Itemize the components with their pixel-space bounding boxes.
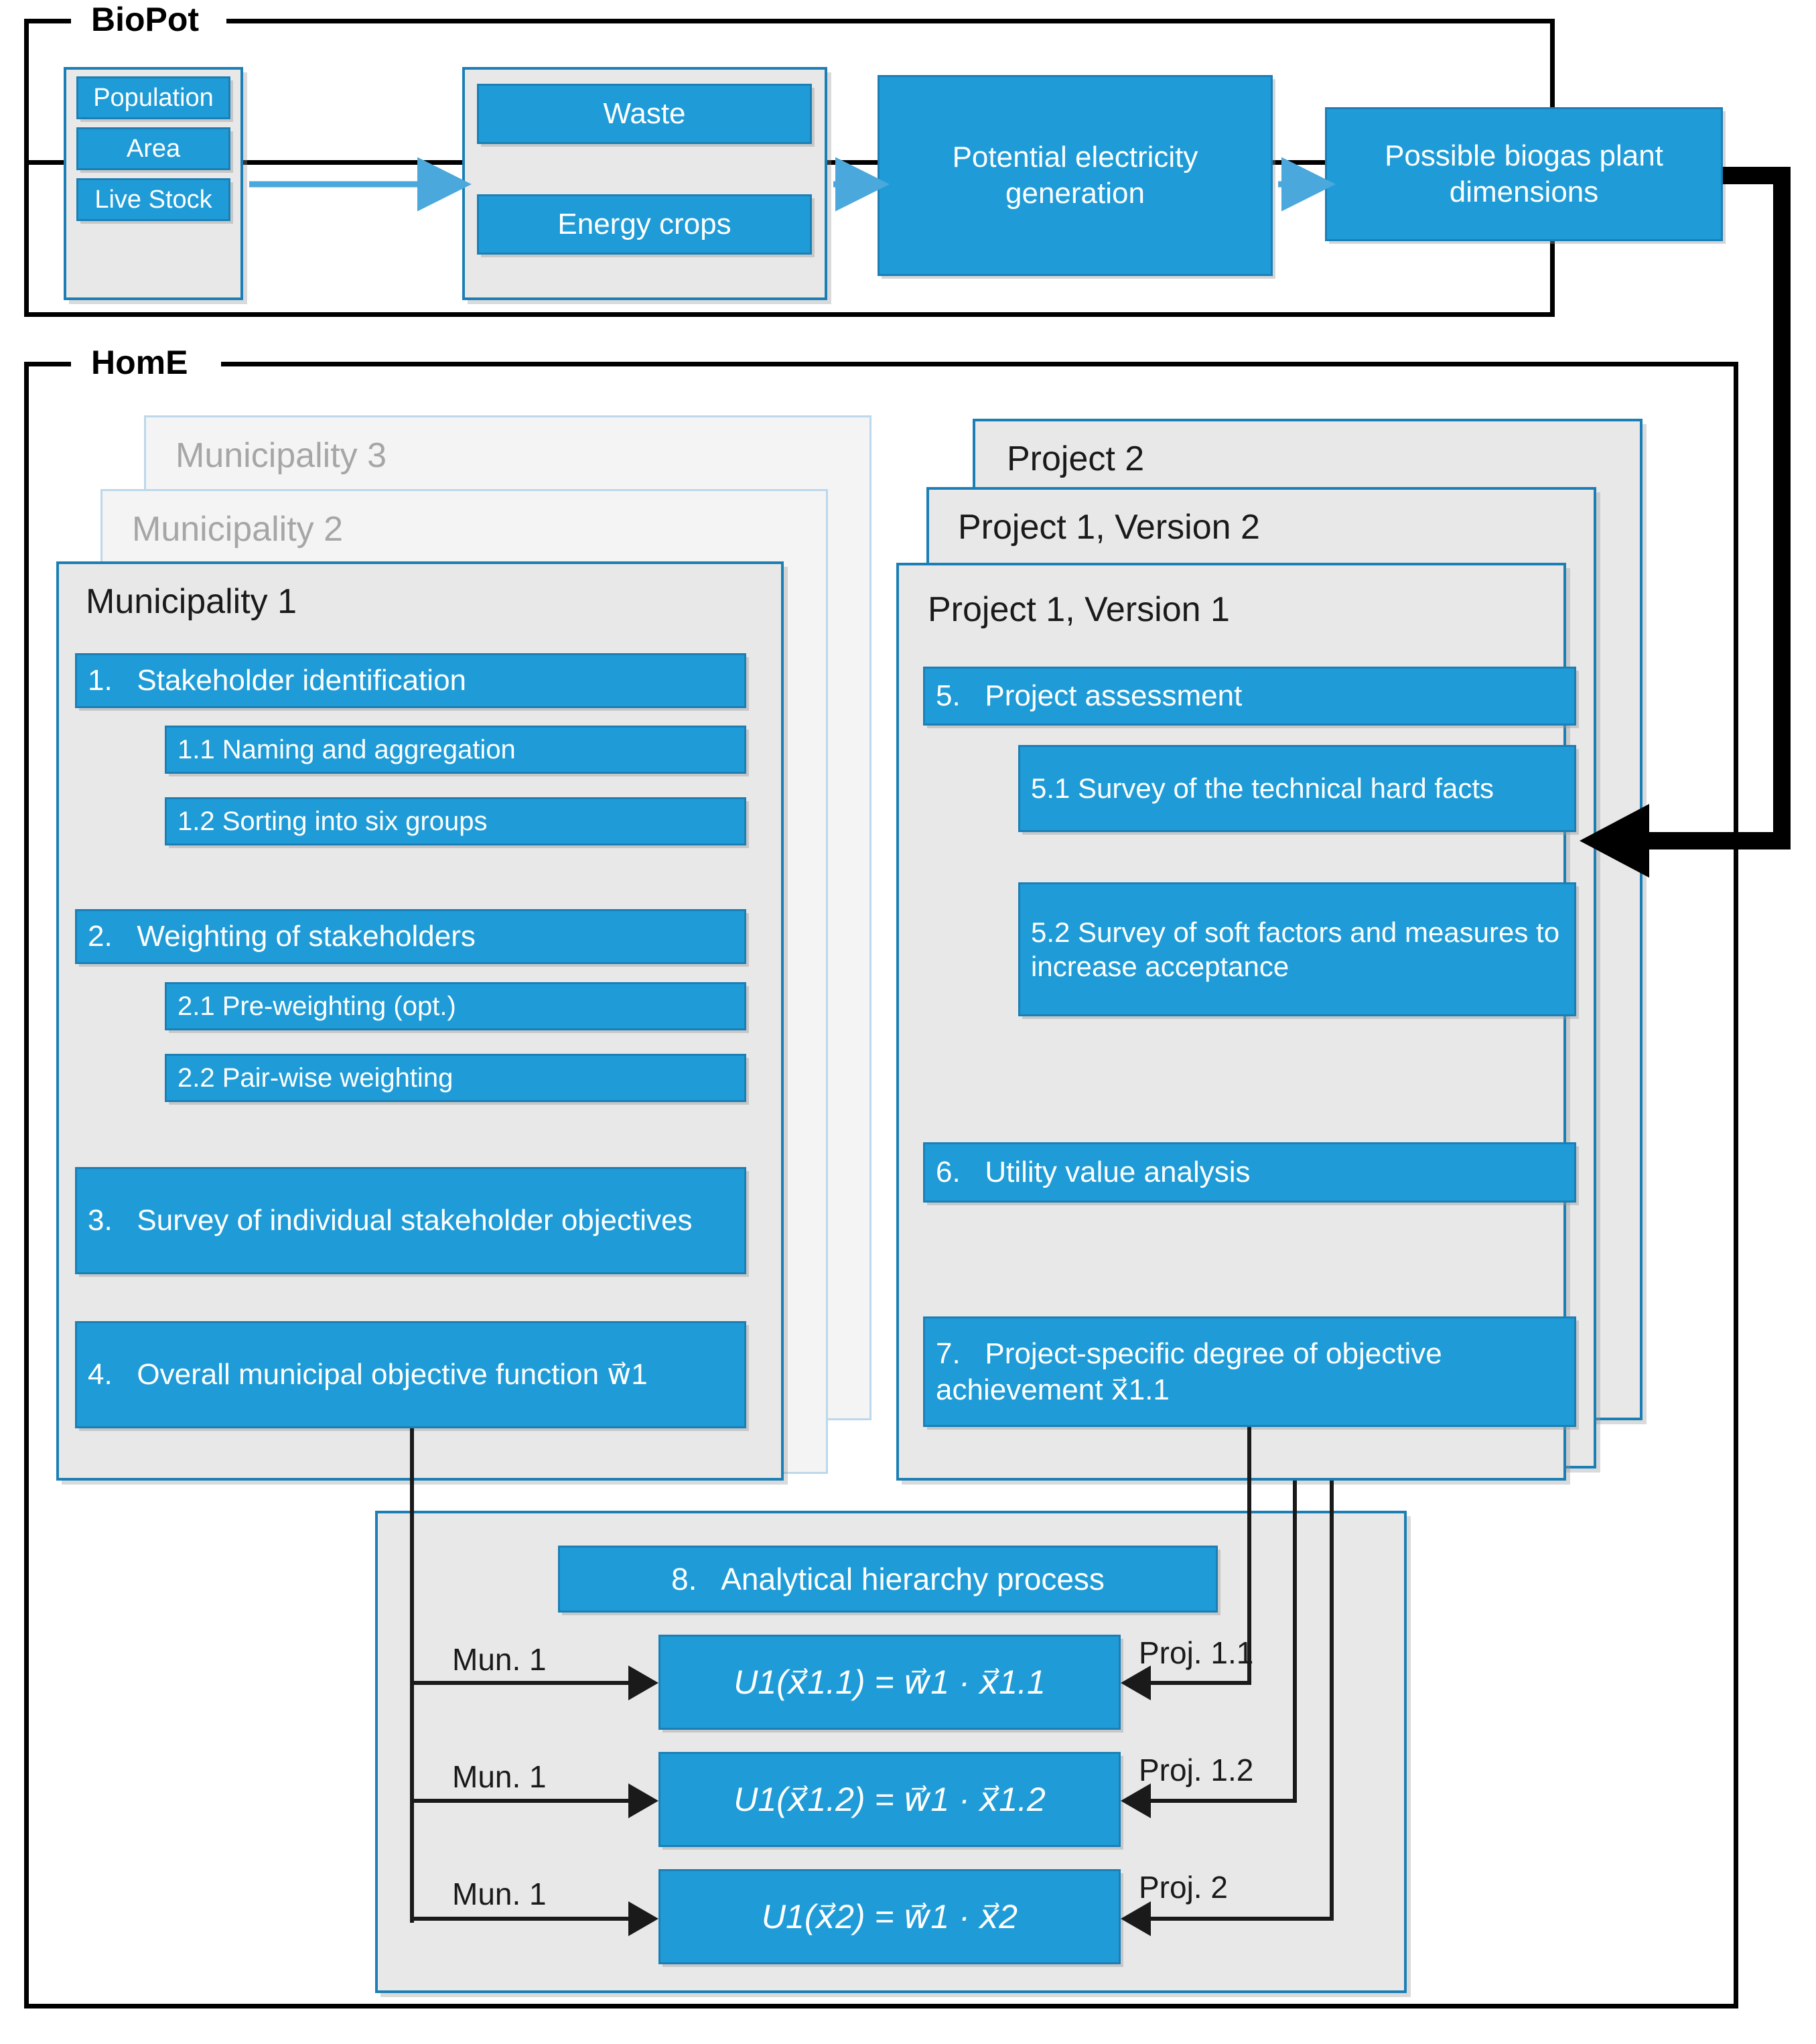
biopot-resource-energycrops-label: Energy crops [557, 208, 731, 241]
ahp-row-1-formula-box[interactable]: U1(x⃗1.1) = w⃗1 · x⃗1.1 [658, 1635, 1121, 1730]
municipality-step-1-1-label: 1.1 Naming and aggregation [178, 734, 516, 764]
project-step-5-1-label: 5.1 Survey of the technical hard facts [1031, 772, 1494, 805]
biopot-potential-electricity-box: Potential electricity generation [878, 75, 1273, 276]
ahp-row-1-right-label: Proj. 1.1 [1139, 1635, 1254, 1670]
municipality-step-2-2[interactable]: 2.2 Pair-wise weighting [165, 1054, 746, 1102]
biopot-input-livestock-label: Live Stock [94, 185, 212, 214]
ahp-row-1-formula: U1(x⃗1.1) = w⃗1 · x⃗1.1 [734, 1663, 1046, 1701]
home-frame-top-left [24, 362, 71, 366]
municipality-step-2-1[interactable]: 2.1 Pre-weighting (opt.) [165, 982, 746, 1030]
project-step-6[interactable]: 6. Utility value analysis [923, 1142, 1576, 1203]
biopot-input-area: Area [76, 127, 230, 170]
municipality-step-1-2-label: 1.2 Sorting into six groups [178, 806, 488, 836]
municipality-step-4[interactable]: 4. Overall municipal objective function … [75, 1321, 746, 1428]
project-step-5-1[interactable]: 5.1 Survey of the technical hard facts [1018, 745, 1576, 832]
ahp-header-label: 8. Analytical hierarchy process [671, 1561, 1105, 1596]
ahp-row-3-formula-box[interactable]: U1(x⃗2) = w⃗1 · x⃗2 [658, 1869, 1121, 1964]
project-step-7[interactable]: 7. Project-specific degree of objective … [923, 1316, 1576, 1427]
municipality-step-1-2[interactable]: 1.2 Sorting into six groups [165, 797, 746, 845]
municipality-step-2-1-label: 2.1 Pre-weighting (opt.) [178, 991, 456, 1021]
biopot-resource-waste-label: Waste [603, 97, 686, 131]
ahp-header-box[interactable]: 8. Analytical hierarchy process [558, 1546, 1218, 1613]
project-card-2-title: Project 2 [1007, 439, 1145, 478]
ahp-row-1-left-label: Mun. 1 [452, 1642, 547, 1677]
biopot-input-area-label: Area [126, 134, 181, 163]
biopot-input-population-label: Population [93, 83, 214, 112]
ahp-row-3-right-label: Proj. 2 [1139, 1870, 1228, 1905]
ahp-row-3-formula: U1(x⃗2) = w⃗1 · x⃗2 [761, 1897, 1018, 1935]
ahp-row-2-formula: U1(x⃗1.2) = w⃗1 · x⃗1.2 [734, 1780, 1046, 1818]
municipality-step-2[interactable]: 2. Weighting of stakeholders [75, 909, 746, 964]
municipality-step-1-label: 1. Stakeholder identification [88, 664, 467, 697]
ahp-row-2-right-label: Proj. 1.2 [1139, 1753, 1254, 1787]
biopot-potential-electricity-label: Potential electricity generation [952, 141, 1198, 210]
project-step-5[interactable]: 5. Project assessment [923, 667, 1576, 726]
biopot-legend: BioPot [79, 3, 212, 36]
project-step-6-label: 6. Utility value analysis [936, 1156, 1251, 1189]
municipality-step-4-label: 4. Overall municipal objective function … [88, 1358, 648, 1391]
project-card-1-v2-title: Project 1, Version 2 [958, 508, 1260, 547]
ahp-row-2-formula-box[interactable]: U1(x⃗1.2) = w⃗1 · x⃗1.2 [658, 1752, 1121, 1847]
biopot-input-livestock: Live Stock [76, 178, 230, 221]
municipality-card-3-title: Municipality 3 [176, 436, 387, 475]
biopot-frame-top-right [226, 19, 1555, 23]
biopot-frame-top-left [24, 19, 71, 23]
biopot-plant-dimensions-box: Possible biogas plant dimensions [1325, 107, 1723, 241]
home-legend: HomE [79, 346, 200, 379]
municipality-card-1-title: Municipality 1 [86, 582, 297, 621]
project-step-5-label: 5. Project assessment [936, 679, 1243, 713]
ahp-row-2-left-label: Mun. 1 [452, 1759, 547, 1794]
project-card-1-v1-title: Project 1, Version 1 [928, 590, 1230, 629]
biopot-resource-energycrops: Energy crops [477, 194, 812, 255]
ahp-row-3-left-label: Mun. 1 [452, 1877, 547, 1911]
home-frame-top-right [221, 362, 1738, 366]
biopot-input-population: Population [76, 76, 230, 119]
municipality-step-1[interactable]: 1. Stakeholder identification [75, 653, 746, 708]
project-step-5-2[interactable]: 5.2 Survey of soft factors and measures … [1018, 882, 1576, 1016]
municipality-card-2-title: Municipality 2 [132, 510, 344, 549]
project-step-7-label: 7. Project-specific degree of objective … [936, 1337, 1442, 1406]
biopot-resource-waste: Waste [477, 84, 812, 144]
municipality-step-1-1[interactable]: 1.1 Naming and aggregation [165, 726, 746, 774]
biopot-plant-dimensions-label: Possible biogas plant dimensions [1385, 139, 1663, 208]
municipality-step-2-label: 2. Weighting of stakeholders [88, 920, 476, 953]
municipality-step-3-label: 3. Survey of individual stakeholder obje… [88, 1204, 693, 1237]
municipality-step-2-2-label: 2.2 Pair-wise weighting [178, 1063, 453, 1093]
project-step-5-2-label: 5.2 Survey of soft factors and measures … [1031, 916, 1560, 982]
municipality-step-3[interactable]: 3. Survey of individual stakeholder obje… [75, 1167, 746, 1274]
home-frame [24, 362, 1738, 2008]
